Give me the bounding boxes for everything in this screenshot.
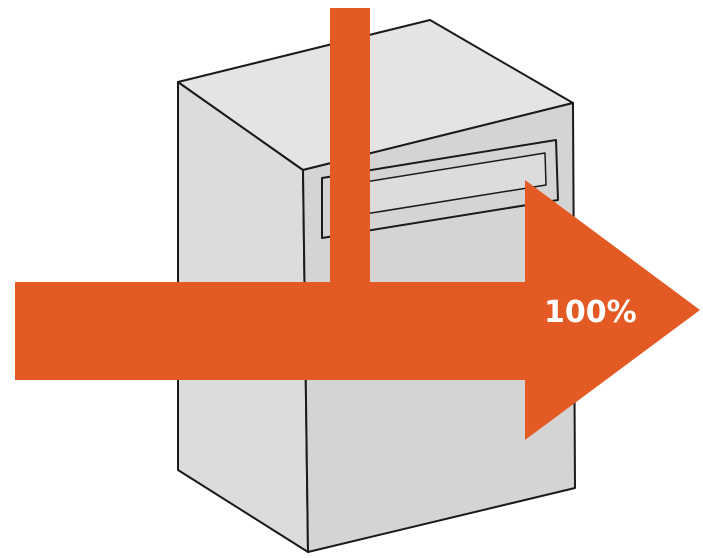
horizontal-output-arrow <box>15 180 700 440</box>
percent-label: 100% <box>544 295 637 330</box>
vertical-input-bar <box>330 8 370 308</box>
